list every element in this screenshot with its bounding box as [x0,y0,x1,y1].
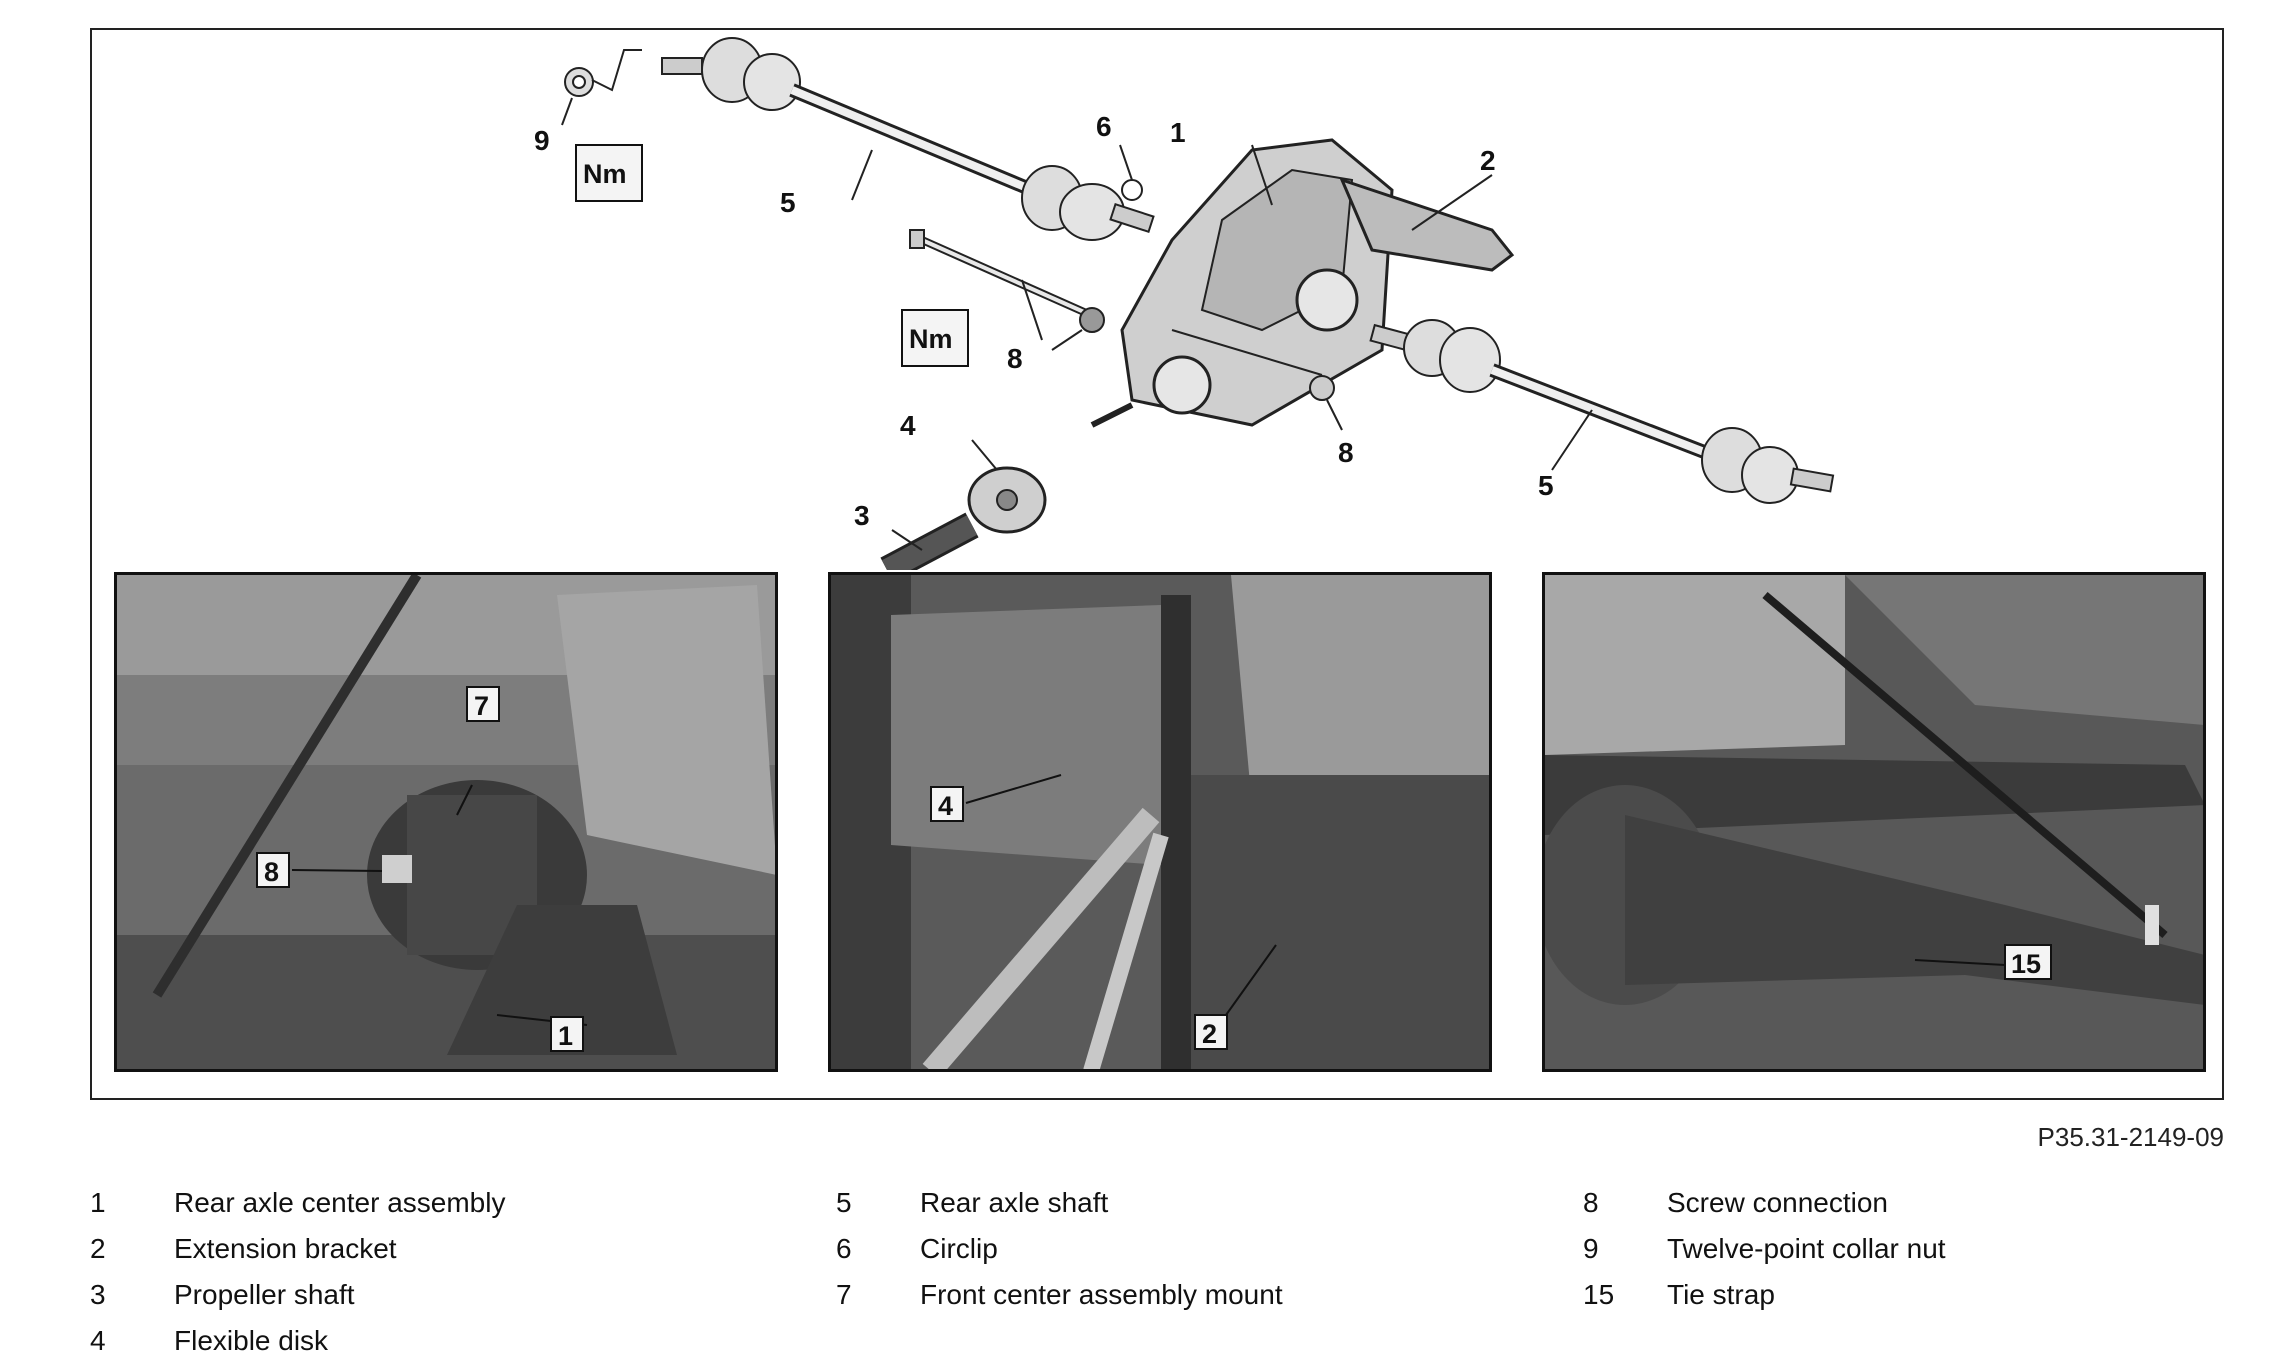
svg-text:7: 7 [474,691,489,721]
legend-text: Screw connection [1667,1187,1889,1218]
legend-number: 7 [836,1279,852,1310]
extension-bracket [1339,174,1515,272]
torque-nm-box-1: Nm [575,144,643,202]
photo-front-mount: 7 8 1 [114,572,778,1072]
figure-frame: 1 2 3 4 5 5 6 8 8 9 Nm Nm [90,28,2224,1100]
legend-number: 5 [836,1187,852,1218]
legend-number: 1 [90,1187,106,1218]
legend-number: 4 [90,1325,106,1356]
callout-4: 4 [900,410,916,441]
svg-text:1: 1 [558,1021,573,1051]
callout-2: 2 [1480,145,1496,176]
legend-text: Rear axle center assembly [174,1187,506,1218]
nm-label: Nm [909,324,953,354]
legend-item: 8 Screw connection [1583,1180,1946,1226]
svg-text:15: 15 [2011,949,2041,979]
rear-axle-shaft-right [851,149,1835,504]
collar-nut-icon [561,49,642,126]
legend-number: 2 [90,1233,106,1264]
legend-number: 8 [1583,1187,1599,1218]
screw-connection-bolt [909,229,1105,351]
legend-text: Twelve-point collar nut [1667,1233,1946,1264]
callout-5-left: 5 [780,187,796,218]
flexible-disk [967,439,1047,534]
photo1-callout-7: 7 [466,686,500,722]
photo-flexible-disk-tool: 4 2 [828,572,1492,1072]
legend-text: Tie strap [1667,1279,1775,1310]
legend-text: Extension bracket [174,1233,397,1264]
svg-text:8: 8 [264,857,279,887]
callout-5-right: 5 [1538,470,1554,501]
photo2-callout-2: 2 [1194,1014,1228,1050]
figure-id: P35.31-2149-09 [2037,1122,2224,1152]
legend-number: 3 [90,1279,106,1310]
legend-text: Front center assembly mount [920,1279,1283,1310]
photo1-callout-8: 8 [256,852,290,888]
photo-tie-strap: 15 [1542,572,2206,1072]
legend-column-2: 5 Rear axle shaft 6 Circlip 7 Front center … [836,1180,1283,1318]
legend-text: Rear axle shaft [920,1187,1109,1218]
propeller-shaft [880,512,979,570]
photo2-callout-4: 4 [930,786,964,822]
legend-text: Circlip [920,1233,998,1264]
legend-item: 15 Tie strap [1583,1272,1946,1318]
rear-axle-shaft-left [661,37,1155,241]
photo3-callout-15: 15 [2004,944,2052,980]
legend-item: 4 Flexible disk [90,1318,505,1364]
legend-text: Propeller shaft [174,1279,355,1310]
legend-number: 9 [1583,1233,1599,1264]
legend-item: 9 Twelve-point collar nut [1583,1226,1946,1272]
screw-connection-nut [1309,375,1343,431]
callout-8-upper: 8 [1007,343,1023,374]
legend-item: 2 Extension bracket [90,1226,505,1272]
legend-item: 3 Propeller shaft [90,1272,505,1318]
legend-item: 7 Front center assembly mount [836,1272,1283,1318]
rear-axle-center-assembly [1090,138,1394,428]
nm-label: Nm [583,159,627,189]
exploded-view-drawing: 1 2 3 4 5 5 6 8 8 9 Nm Nm [534,37,1835,570]
svg-text:2: 2 [1202,1019,1217,1049]
legend-number: 6 [836,1233,852,1264]
circlip-icon [1119,144,1143,201]
callout-9: 9 [534,125,550,156]
legend-item: 6 Circlip [836,1226,1283,1272]
callout-8-lower: 8 [1338,437,1354,468]
callout-3: 3 [854,500,870,531]
legend-column-3: 8 Screw connection 9 Twelve-point collar n… [1583,1180,1946,1318]
legend-number: 15 [1583,1279,1615,1310]
legend-item: 5 Rear axle shaft [836,1180,1283,1226]
svg-text:4: 4 [938,791,953,821]
legend-text: Flexible disk [174,1325,329,1356]
callout-1: 1 [1170,117,1186,148]
legend-column-1: 1 Rear axle center assembly 2 Extension br… [90,1180,505,1364]
torque-nm-box-2: Nm [901,309,969,367]
callout-6: 6 [1096,111,1112,142]
legend-item: 1 Rear axle center assembly [90,1180,505,1226]
photo1-callout-1: 1 [550,1016,584,1052]
